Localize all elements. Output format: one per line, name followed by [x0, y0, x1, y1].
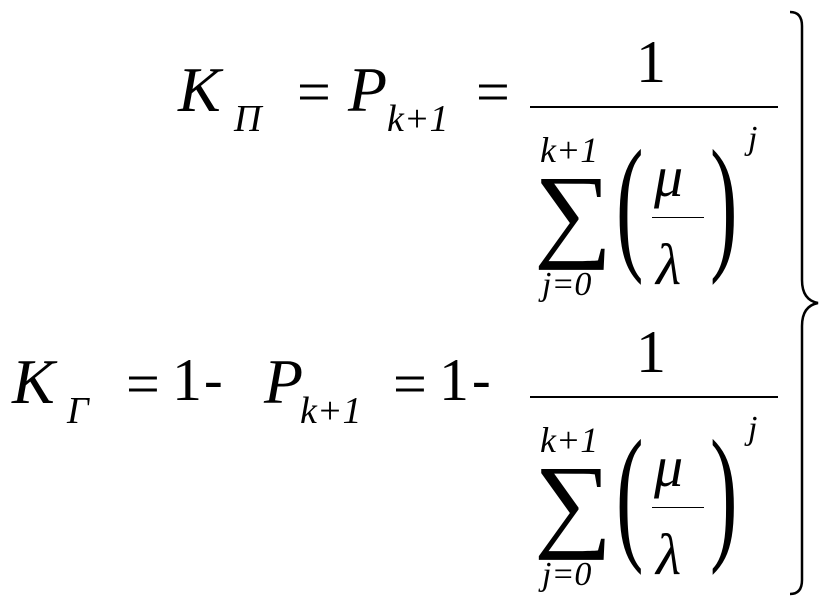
fraction-numerator: 1	[636, 29, 666, 95]
sum-upper-limit: k+1	[540, 420, 599, 460]
inner-fraction-bar	[652, 217, 704, 218]
left-parenthesis: (	[616, 120, 644, 286]
row2-equals-1: =	[126, 351, 160, 417]
fraction-numerator: 1	[636, 319, 666, 385]
row1-mid-subscript: k+1	[387, 98, 449, 140]
row2-one-1: 1	[172, 347, 202, 413]
exponent: j	[748, 120, 758, 157]
row1-equals-2: =	[476, 59, 510, 125]
fraction-bar	[530, 396, 778, 398]
sum-sign: ∑	[534, 444, 613, 561]
row1-fraction: 1 k+1 ∑ j=0 ( μ λ ) j	[0, 10, 824, 310]
mu-symbol: μ	[654, 434, 684, 499]
sum-lower-limit: j=0	[542, 556, 592, 593]
row1-mid-symbol: P	[348, 54, 388, 125]
sum-sign: ∑	[534, 154, 613, 271]
row2-lhs-subscript: Г	[67, 390, 89, 432]
sum-lower-limit: j=0	[542, 266, 592, 303]
inner-fraction-bar	[652, 507, 704, 508]
row2-mid-symbol: P	[264, 346, 304, 417]
lambda-symbol: λ	[656, 522, 682, 587]
fraction-bar	[530, 106, 778, 108]
left-parenthesis: (	[616, 410, 644, 576]
right-parenthesis: )	[710, 120, 738, 286]
row2-minus-2: -	[472, 349, 491, 411]
row1-equals-1: =	[297, 59, 331, 125]
row1-lhs-symbol: K	[178, 54, 221, 125]
exponent: j	[748, 410, 758, 447]
sum-upper-limit: k+1	[540, 130, 599, 170]
row2-equals-2: =	[393, 351, 427, 417]
row1-lhs-subscript: П	[234, 98, 262, 140]
row2-one-2: 1	[439, 347, 469, 413]
mu-symbol: μ	[654, 144, 684, 209]
row2-lhs-symbol: K	[12, 346, 55, 417]
row2-mid-subscript: k+1	[300, 390, 362, 432]
row2-minus-1: -	[204, 349, 223, 411]
row2-fraction: 1 k+1 ∑ j=0 ( μ λ ) j	[0, 300, 824, 600]
right-curly-brace	[789, 10, 819, 596]
right-parenthesis: )	[710, 410, 738, 576]
lambda-symbol: λ	[656, 232, 682, 297]
